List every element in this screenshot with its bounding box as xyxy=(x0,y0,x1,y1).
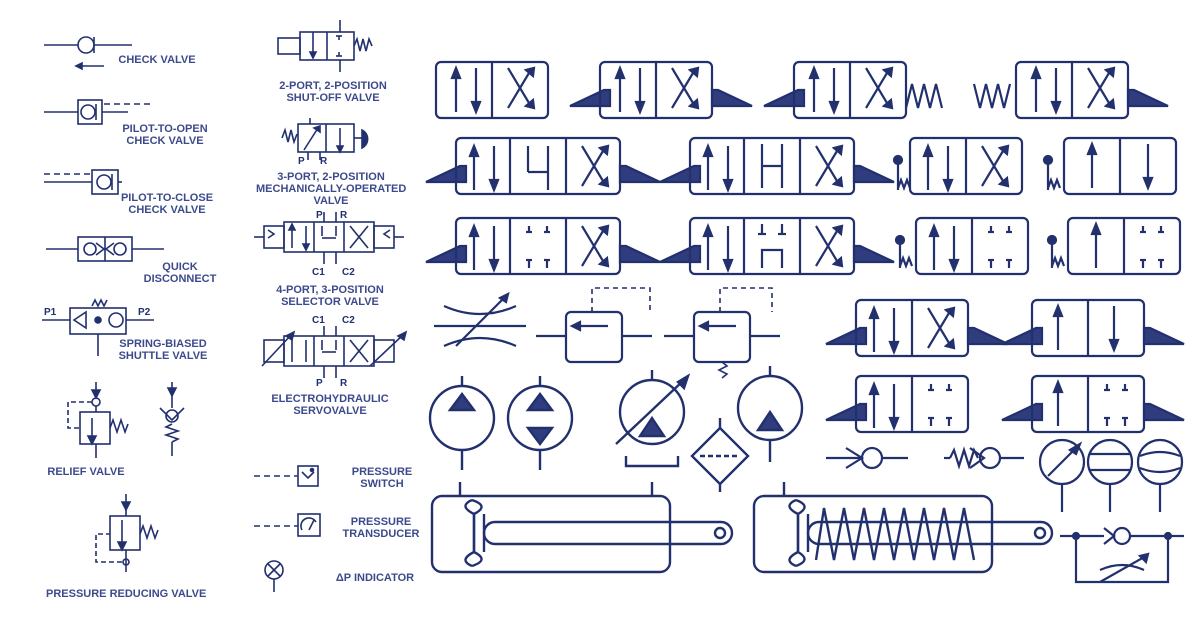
valve-3pos-tandem xyxy=(424,136,662,196)
shutoff-valve-label: 2-PORT, 2-POSITION SHUT-OFF VALVE xyxy=(268,80,398,104)
spring-return-cylinder xyxy=(752,482,1054,574)
label-line: SHUT-OFF VALVE xyxy=(286,92,380,104)
filter-symbol xyxy=(690,418,750,492)
flow-control-check-bypass xyxy=(1060,526,1184,584)
valve-3pos-u-center xyxy=(658,216,896,276)
spring-check-valve xyxy=(944,446,1024,470)
label-line: SELECTOR VALVE xyxy=(281,296,379,308)
valve-detent-2 xyxy=(1042,136,1178,196)
pump-bidirectional xyxy=(506,376,574,470)
dp-indicator-symbol xyxy=(264,560,284,592)
pressure-relief-block-symbol xyxy=(536,287,652,364)
pressure-reducing-valve-label: PRESSURE REDUCING VALVE xyxy=(46,588,207,600)
label-line: CHECK VALVE xyxy=(126,135,204,147)
pressure-switch-symbol xyxy=(254,465,319,487)
shutoff-valve-symbol xyxy=(277,20,373,72)
port-p2: P2 xyxy=(138,307,151,318)
label-line: ELECTROHYDRAULIC xyxy=(271,393,389,405)
port-p-servo: P xyxy=(316,378,323,389)
double-acting-cylinder xyxy=(430,482,734,574)
label-line: PILOT-TO-CLOSE xyxy=(120,192,214,204)
label-line: 2-PORT, 2-POSITION xyxy=(279,80,387,92)
mech-valve-symbol xyxy=(281,118,369,160)
port-r-servo: R xyxy=(340,378,348,389)
relief-valve-symbol xyxy=(67,382,129,458)
port-c1-selector: C1 xyxy=(312,267,325,278)
pump-unidirectional xyxy=(428,376,496,470)
port-c2-servo: C2 xyxy=(342,315,355,326)
pressure-reducing-valve-symbol xyxy=(95,494,159,572)
selector-valve-label: 4-PORT, 3-POSITION SELECTOR VALVE xyxy=(264,284,396,308)
motor-symbol xyxy=(736,366,804,462)
pressure-transducer-symbol xyxy=(254,513,321,537)
check-valve-symbol xyxy=(44,36,132,71)
label-line: 4-PORT, 3-POSITION xyxy=(276,284,384,296)
simple-relief-symbol xyxy=(159,382,185,456)
quick-disconnect-label: QUICK DISCONNECT xyxy=(130,261,230,285)
label-line: MECHANICALLY-OPERATED xyxy=(256,183,407,195)
valve-2pos-solenoid xyxy=(568,60,754,120)
valve-2pos-right-4 xyxy=(1000,374,1186,434)
label-line: SWITCH xyxy=(360,478,404,490)
inline-check-valve xyxy=(826,446,908,470)
variable-restrictor-symbol xyxy=(434,291,526,348)
label-line: PILOT-TO-OPEN xyxy=(122,123,208,135)
valve-2pos-right-3 xyxy=(824,374,970,434)
pressure-gauge xyxy=(1038,438,1086,512)
pilot-to-open-label: PILOT-TO-OPEN CHECK VALVE xyxy=(110,123,220,147)
pilot-to-open-check-valve-symbol xyxy=(44,99,152,125)
label-line: VALVE xyxy=(313,195,349,207)
pressure-transducer-label: PRESSURE TRANSDUCER xyxy=(336,516,426,540)
label-line: SHUTTLE VALVE xyxy=(118,350,208,362)
label-line: PRESSURE xyxy=(351,466,413,478)
port-r-selector: R xyxy=(340,210,348,221)
label-line: 3-PORT, 2-POSITION xyxy=(277,171,385,183)
label-line: SPRING-BIASED xyxy=(119,338,207,350)
valve-detent-4 xyxy=(1046,216,1182,276)
label-line: TRANSDUCER xyxy=(342,528,420,540)
servovalve-symbol xyxy=(261,326,408,378)
valve-2pos-spring-solenoid xyxy=(972,60,1170,120)
relief-valve-label: RELIEF VALVE xyxy=(47,466,125,478)
selector-valve-symbol xyxy=(254,212,404,264)
flowmeter-gauge xyxy=(1086,438,1134,512)
port-p-selector: P xyxy=(316,210,323,221)
dp-indicator-label: ΔP INDICATOR xyxy=(335,572,415,584)
valve-2pos-right-2 xyxy=(1000,298,1186,358)
heat-exchanger-gauge xyxy=(1136,438,1184,512)
label-line: DISCONNECT xyxy=(143,273,217,285)
valve-detent-3 xyxy=(894,216,1030,276)
label-line: PRESSURE xyxy=(350,516,412,528)
mech-valve-label: 3-PORT, 2-POSITION MECHANICALLY-OPERATED… xyxy=(256,171,406,207)
check-valve-label: CHECK VALVE xyxy=(118,54,196,66)
port-c1-servo: C1 xyxy=(312,315,325,326)
valve-3pos-closed-center xyxy=(424,216,662,276)
label-line: SERVOVALVE xyxy=(293,405,367,417)
port-r-mech: R xyxy=(320,156,328,167)
valve-2pos-solenoid-spring xyxy=(762,60,944,120)
pilot-to-close-check-valve-symbol xyxy=(44,169,122,195)
pressure-switch-label: PRESSURE SWITCH xyxy=(340,466,424,490)
pressure-reducing-block-symbol xyxy=(664,287,780,379)
port-p1: P1 xyxy=(44,307,57,318)
valve-2pos-right-1 xyxy=(824,298,1010,358)
valve-detent-1 xyxy=(892,136,1024,196)
shuttle-valve-symbol xyxy=(42,298,154,356)
valve-3pos-h-center xyxy=(658,136,896,196)
shuttle-valve-label: SPRING-BIASED SHUTTLE VALVE xyxy=(108,338,218,362)
quick-disconnect-symbol xyxy=(46,236,164,262)
label-line: CHECK VALVE xyxy=(128,204,206,216)
pump-variable xyxy=(615,370,691,468)
pilot-to-close-label: PILOT-TO-CLOSE CHECK VALVE xyxy=(112,192,222,216)
port-p-mech: P xyxy=(298,156,305,167)
label-line: QUICK xyxy=(162,261,198,273)
port-c2-selector: C2 xyxy=(342,267,355,278)
servovalve-label: ELECTROHYDRAULIC SERVOVALVE xyxy=(264,393,396,417)
valve-2pos-plain xyxy=(434,60,550,120)
